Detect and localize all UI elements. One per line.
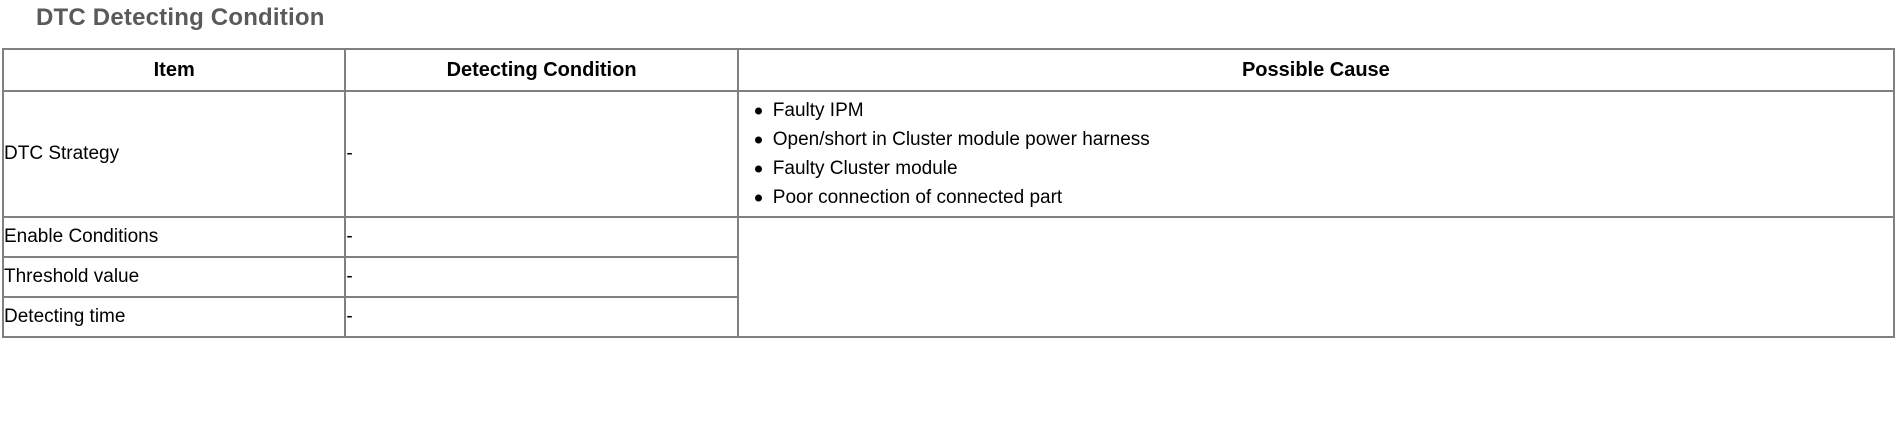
list-item: Poor connection of connected part bbox=[753, 183, 1893, 212]
cell-item-detecting-time: Detecting time bbox=[1, 296, 347, 338]
possible-cause-text: Open/short in Cluster module power harne… bbox=[772, 129, 1150, 150]
possible-cause-text: Poor connection of connected part bbox=[772, 187, 1063, 208]
bullet-icon bbox=[754, 107, 762, 114]
cell-item-threshold-value: Threshold value bbox=[1, 256, 347, 298]
column-header-item: Item bbox=[1, 48, 347, 92]
possible-cause-text: Faulty Cluster module bbox=[772, 158, 958, 179]
table-row: Detecting time - bbox=[1, 296, 1894, 338]
cell-item-enable-conditions: Enable Conditions bbox=[1, 216, 347, 258]
table-row: Enable Conditions - bbox=[1, 216, 1896, 338]
bullet-icon bbox=[754, 136, 762, 143]
list-item: Open/short in Cluster module power harne… bbox=[753, 125, 1893, 154]
table-header-row: Item Detecting Condition Possible Cause bbox=[1, 48, 1896, 92]
cell-detecting-condition-dtc-strategy: - bbox=[344, 90, 739, 218]
table-row: DTC Strategy - Faulty IPM Open/short in … bbox=[1, 90, 1896, 218]
list-item: Faulty Cluster module bbox=[753, 154, 1893, 183]
column-header-detecting-condition: Detecting Condition bbox=[344, 48, 739, 92]
column-header-possible-cause: Possible Cause bbox=[736, 48, 1896, 92]
table-body: DTC Strategy - Faulty IPM Open/short in … bbox=[1, 90, 1896, 338]
list-item: Faulty IPM bbox=[753, 96, 1893, 125]
cell-possible-cause-empty bbox=[736, 216, 1896, 338]
page-title: DTC Detecting Condition bbox=[36, 4, 325, 31]
bullet-icon bbox=[754, 165, 762, 172]
cell-detecting-condition-enable-conditions: - bbox=[344, 216, 739, 258]
dtc-detecting-condition-table: Item Detecting Condition Possible Cause … bbox=[1, 48, 1896, 338]
cell-item-dtc-strategy: DTC Strategy bbox=[1, 90, 347, 218]
cell-possible-cause-list: Faulty IPM Open/short in Cluster module … bbox=[736, 90, 1896, 218]
cell-detecting-condition-threshold-value: - bbox=[344, 256, 739, 298]
possible-cause-text: Faulty IPM bbox=[772, 100, 864, 121]
dtc-table-container: Item Detecting Condition Possible Cause … bbox=[1, 48, 1896, 338]
table-header: Item Detecting Condition Possible Cause bbox=[1, 48, 1896, 92]
table-row: Threshold value - bbox=[1, 256, 1894, 298]
bullet-icon bbox=[754, 194, 762, 201]
cell-detecting-condition-detecting-time: - bbox=[344, 296, 739, 338]
possible-cause-list: Faulty IPM Open/short in Cluster module … bbox=[739, 96, 1893, 212]
